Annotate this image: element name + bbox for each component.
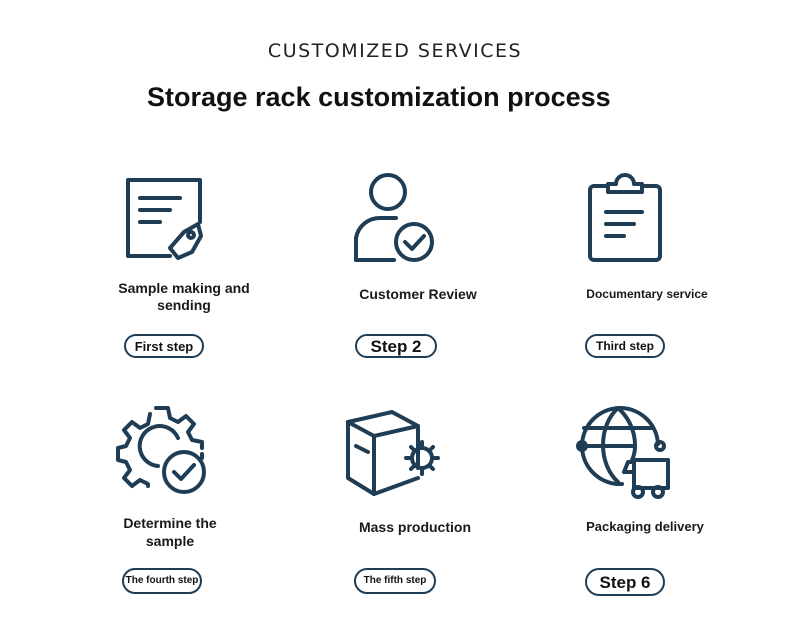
user-check-icon xyxy=(352,172,436,264)
globe-truck-icon xyxy=(576,406,674,499)
step-3-badge: Third step xyxy=(585,334,665,358)
gear-check-icon xyxy=(116,404,210,496)
clipboard-icon xyxy=(586,172,666,264)
step-4-label: Determine the sample xyxy=(123,515,217,549)
step-5-label: Mass production xyxy=(358,519,471,535)
step-1-badge: First step xyxy=(124,334,204,358)
box-gear-icon xyxy=(346,408,442,496)
step-6-label: Packaging delivery xyxy=(586,519,704,534)
step-2-label: Customer Review xyxy=(359,286,477,302)
document-tag-icon xyxy=(124,176,204,260)
step-1-label: Sample making and sending xyxy=(118,280,250,313)
section-eyebrow: CUSTOMIZED SERVICES xyxy=(267,40,523,62)
step-4-badge: The fourth step xyxy=(122,568,202,594)
step-3-label: Documentary service xyxy=(586,287,708,301)
page-title: Storage rack customization process xyxy=(147,82,611,112)
step-2-badge: Step 2 xyxy=(355,334,437,358)
step-6-badge: Step 6 xyxy=(585,568,665,596)
step-5-badge: The fifth step xyxy=(354,568,436,594)
